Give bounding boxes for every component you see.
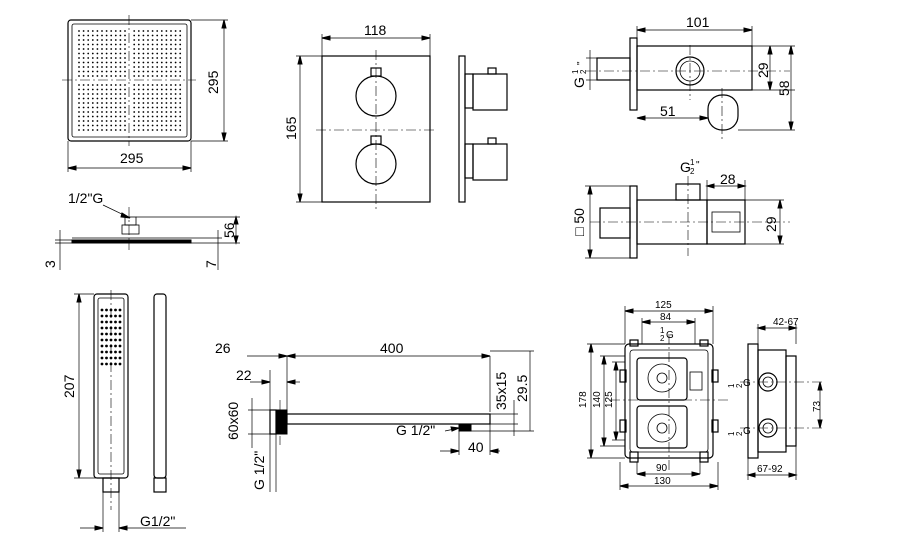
thread-label: 1/2"G <box>68 190 103 206</box>
box-side-plate <box>747 343 759 459</box>
rain-shower-top-view: 295 295 <box>62 15 228 172</box>
dim-width: 295 <box>120 150 144 166</box>
dim-3: 3 <box>42 260 58 268</box>
outlet2-inlet <box>599 207 631 239</box>
nozzle-grid <box>78 30 182 131</box>
mixer-side-knob-bottom <box>472 143 508 181</box>
shower-head-inner <box>71 23 188 138</box>
dim-29b: 29 <box>763 216 779 232</box>
svg-text:2: 2 <box>735 431 744 436</box>
outlet-flange <box>629 37 638 111</box>
svg-text:1: 1 <box>660 326 665 335</box>
svg-text:2: 2 <box>660 334 665 343</box>
dim-42-67: 42-67 <box>773 317 799 328</box>
shower-arm: 26 400 22 60x60 35x15 29.5 G 1/2" 40 G 1… <box>215 340 534 492</box>
dim-84: 84 <box>660 312 672 323</box>
svg-text:": " <box>576 61 587 65</box>
box-front-g: G <box>666 330 674 341</box>
mixer-side-knob-top <box>472 73 508 111</box>
svg-text:": " <box>696 160 700 171</box>
dim-67-92: 67-92 <box>757 464 783 475</box>
outlet-swivel <box>707 94 739 131</box>
thermostatic-mixer: 118 165 <box>283 22 508 210</box>
dim-tube-35x15: 35x15 <box>493 372 509 410</box>
outlet-inlet <box>596 57 631 81</box>
dim-thickness: 56 <box>221 222 237 238</box>
wall-outlet-holder: 101 51 29 58 G 1 2 " <box>571 14 795 140</box>
dim-130: 130 <box>654 476 671 487</box>
installation-box-front: 125 84 1 2 G 178 140 125 90 <box>578 300 728 490</box>
dim-hand-length: 207 <box>61 374 77 398</box>
dim-29-5: 29.5 <box>514 375 530 402</box>
dim-flange: 51 <box>660 103 676 119</box>
dim-panel-width: 118 <box>364 22 387 38</box>
svg-text:1: 1 <box>727 431 736 436</box>
svg-text:2: 2 <box>579 69 588 74</box>
svg-text:2: 2 <box>690 167 695 176</box>
svg-text:1: 1 <box>727 383 736 388</box>
arm-thread-side: G 1/2" <box>251 451 267 490</box>
box-valve-bottom <box>636 405 688 449</box>
box-side-g-top: G <box>743 378 751 389</box>
wall-outlet: G 1 2 " 28 □ 50 29 <box>571 158 790 259</box>
hand-shower-side <box>153 293 167 479</box>
outlet-body <box>636 45 753 91</box>
shower-connector <box>124 216 137 226</box>
dim-125h: 125 <box>604 391 615 408</box>
box-side-g-bottom: G <box>743 426 751 437</box>
dim-90: 90 <box>656 463 668 474</box>
dim-h29: 29 <box>755 62 771 78</box>
svg-text:1: 1 <box>690 158 695 167</box>
arm-thread-inner: G 1/2" <box>396 422 435 438</box>
hand-shower: 207 G1/2" <box>61 290 186 532</box>
thread-g: G <box>571 77 587 88</box>
arm-outlet <box>458 423 472 432</box>
thread2-g: G <box>680 159 691 175</box>
dim-flange-60x60: 60x60 <box>225 402 241 440</box>
box-valve-top <box>636 357 688 401</box>
arm-base <box>275 409 288 435</box>
hand-shower-nozzles <box>100 308 122 366</box>
dim-140: 140 <box>592 391 603 408</box>
shower-plate <box>71 239 192 244</box>
dim-73: 73 <box>812 400 823 412</box>
dim-26: 26 <box>215 340 231 356</box>
dim-panel-height: 165 <box>283 116 299 140</box>
dim-22: 22 <box>236 367 252 383</box>
dim-outlet-length: 101 <box>686 14 710 30</box>
dim-125w: 125 <box>655 300 672 311</box>
mixer-side-plate <box>458 55 466 203</box>
dim-40: 40 <box>468 439 484 455</box>
dim-hand-thread: G1/2" <box>140 513 175 529</box>
rain-shower-side-view: 1/2"G 56 3 7 <box>42 190 240 270</box>
arm-wall-flange <box>269 409 277 435</box>
dim-178: 178 <box>578 391 589 408</box>
dim-arm-length: 400 <box>380 340 404 356</box>
dim-28: 28 <box>720 171 736 187</box>
svg-text:2: 2 <box>735 383 744 388</box>
dim-height: 295 <box>205 70 221 94</box>
installation-box-side: 42-67 73 67-92 1 2 G 1 2 G <box>727 317 823 480</box>
dim-7: 7 <box>203 260 219 268</box>
arm-tube <box>286 413 491 425</box>
dim-square-50: □ 50 <box>571 208 587 236</box>
dim-h58: 58 <box>776 80 792 96</box>
shower-head-outline <box>67 19 192 142</box>
svg-text:1: 1 <box>571 69 580 74</box>
